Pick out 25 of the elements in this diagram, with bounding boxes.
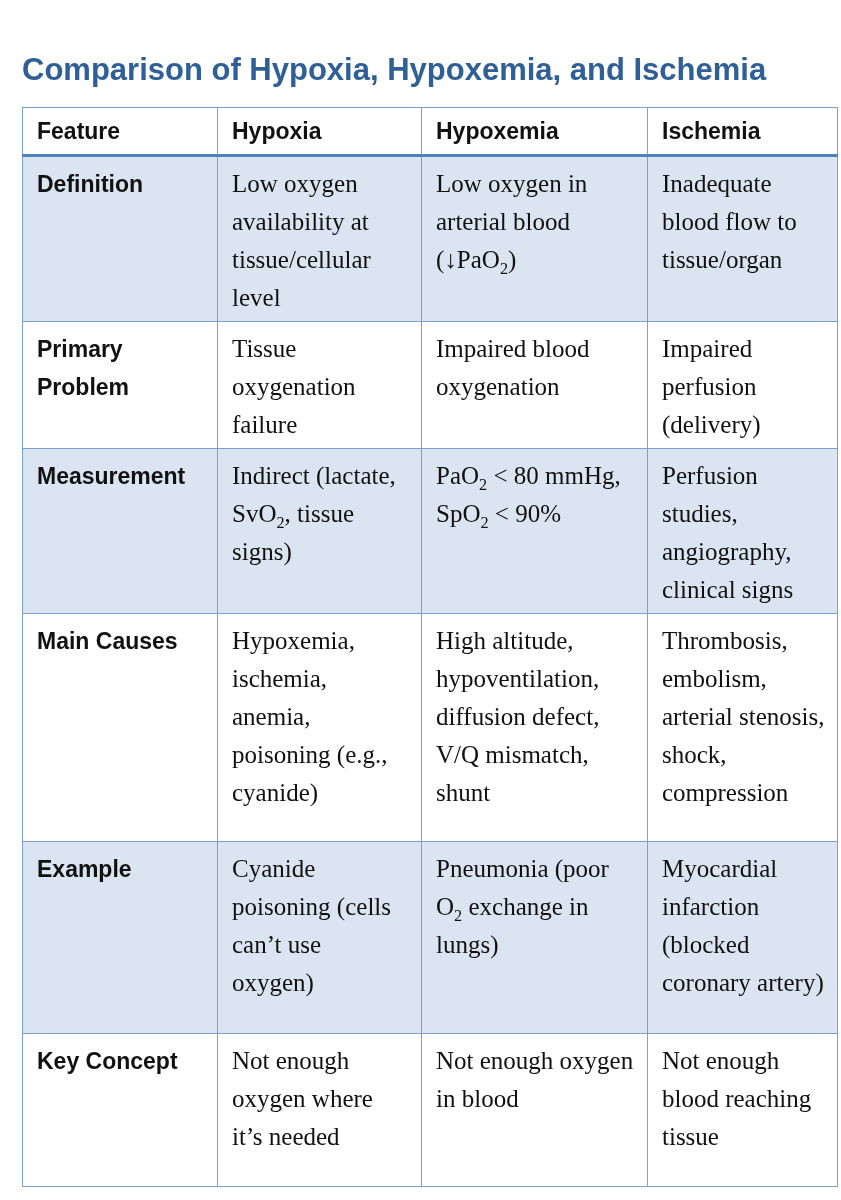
table-cell: High altitude, hypoventilation, diffusion defect, V/Q mismatch, shunt: [421, 613, 648, 842]
table-cell: Pneumonia (poor O$_{2}$ exchange in lungs): [421, 841, 648, 1034]
table-cell: Not enough oxygen in blood: [421, 1033, 648, 1187]
table-cell: Not enough oxygen where it’s needed: [217, 1033, 422, 1187]
table-cell: Perfusion studies, angiography, clinical signs: [647, 448, 838, 614]
table-cell: Cyanide poisoning (cells can’t use oxygen): [217, 841, 422, 1034]
table-cell: Indirect (lactate, SvO$_{2}$, tissue signs): [217, 448, 422, 614]
row-header: Definition: [22, 155, 218, 322]
table-cell: Tissue oxygenation failure: [217, 321, 422, 449]
table-cell: Low oxygen availability at tissue/cellular level: [217, 155, 422, 322]
table-cell: Not enough blood reaching tissue: [647, 1033, 838, 1187]
row-header: Measurement: [22, 448, 218, 614]
row-header: Main Causes: [22, 613, 218, 842]
row-header: Example: [22, 841, 218, 1034]
table-cell: Myocardial infarction (blocked coronary artery): [647, 841, 838, 1034]
table-cell: Inadequate blood flow to tissue/organ: [647, 155, 838, 322]
table-title: Comparison of Hypoxia, Hypoxemia, and Ischemia: [22, 52, 767, 88]
table-cell: Impaired perfusion (delivery): [647, 321, 838, 449]
table-cell: Hypoxemia, ischemia, anemia, poisoning (e.g., cyanide): [217, 613, 422, 842]
table-cell: PaO$_{2}$ < 80 mmHg, SpO$_{2}$ < 90%: [421, 448, 648, 614]
row-header: Primary Problem: [22, 321, 218, 449]
table-cell: Thrombosis, embolism, arterial stenosis, shock, compression: [647, 613, 838, 842]
table-cell: Impaired blood oxygenation: [421, 321, 648, 449]
table-cell: Low oxygen in arterial blood (↓PaO$_{2}$): [421, 155, 648, 322]
row-header: Key Concept: [22, 1033, 218, 1187]
